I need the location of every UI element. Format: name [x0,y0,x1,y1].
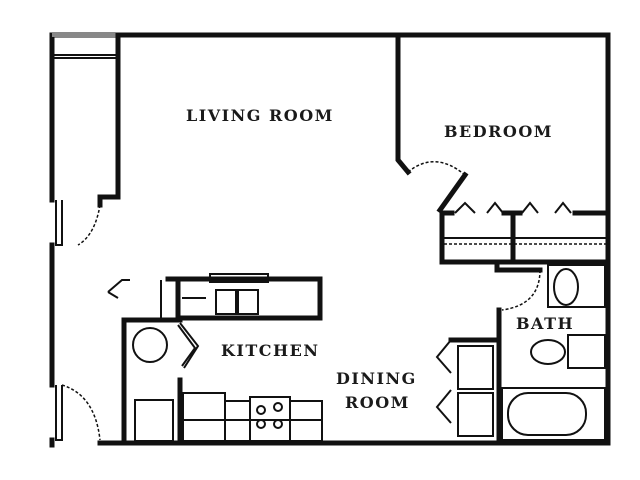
bath-fixtures [494,259,606,446]
laundry-closet [435,337,500,437]
exterior-walls [49,32,611,448]
kitchen-fixtures [107,273,323,446]
entry-closet [54,32,121,246]
label-dining: DINING [336,369,417,388]
label-bedroom: BEDROOM [444,122,553,141]
label-living-room: LIVING ROOM [186,106,334,125]
bedroom-walls [395,32,611,265]
front-door [55,384,101,441]
label-bath: BATH [516,314,574,333]
label-kitchen: KITCHEN [221,341,319,360]
label-dining-room: ROOM [345,393,410,412]
